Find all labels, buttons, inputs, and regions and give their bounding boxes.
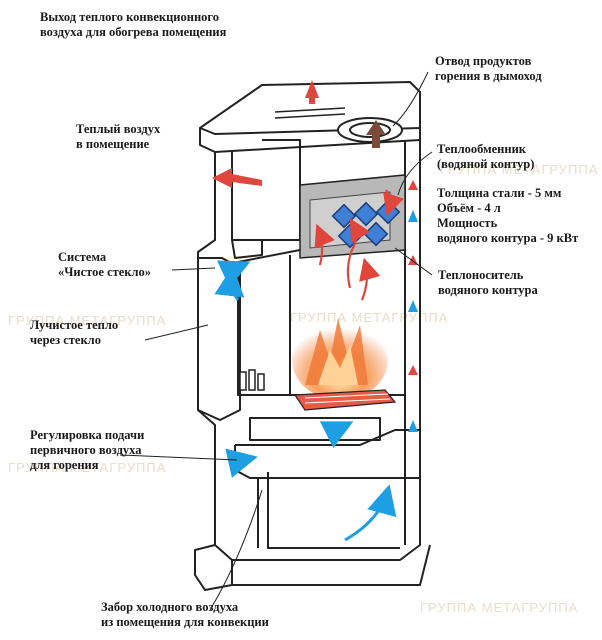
flame <box>292 318 388 400</box>
watermark: ГРУППА МЕТАГРУППА <box>8 313 167 328</box>
watermark: ГРУППА МЕТАГРУППА <box>8 460 167 475</box>
cold-air-arrow <box>408 210 418 432</box>
log-holder <box>239 369 265 391</box>
leader-lines <box>119 71 433 611</box>
label-heat-exchanger: Теплообменник(водяной контур) <box>437 142 535 171</box>
label-clean-glass: Система«Чистое стекло» <box>58 250 152 279</box>
hot-air-arrow <box>408 180 418 375</box>
heat-exchanger-pipes <box>331 199 401 249</box>
top-vent <box>274 107 346 119</box>
grate <box>293 389 397 411</box>
stove-body <box>194 81 431 591</box>
hot-air-arrow <box>212 80 319 188</box>
cold-air-arrow <box>214 260 397 542</box>
watermark: ГРУППА МЕТАГРУППА <box>420 600 579 615</box>
watermark: ГРУППА МЕТАГРУППА <box>440 162 599 177</box>
hot-air-arrow <box>314 189 404 301</box>
flue-arrow <box>366 120 386 148</box>
